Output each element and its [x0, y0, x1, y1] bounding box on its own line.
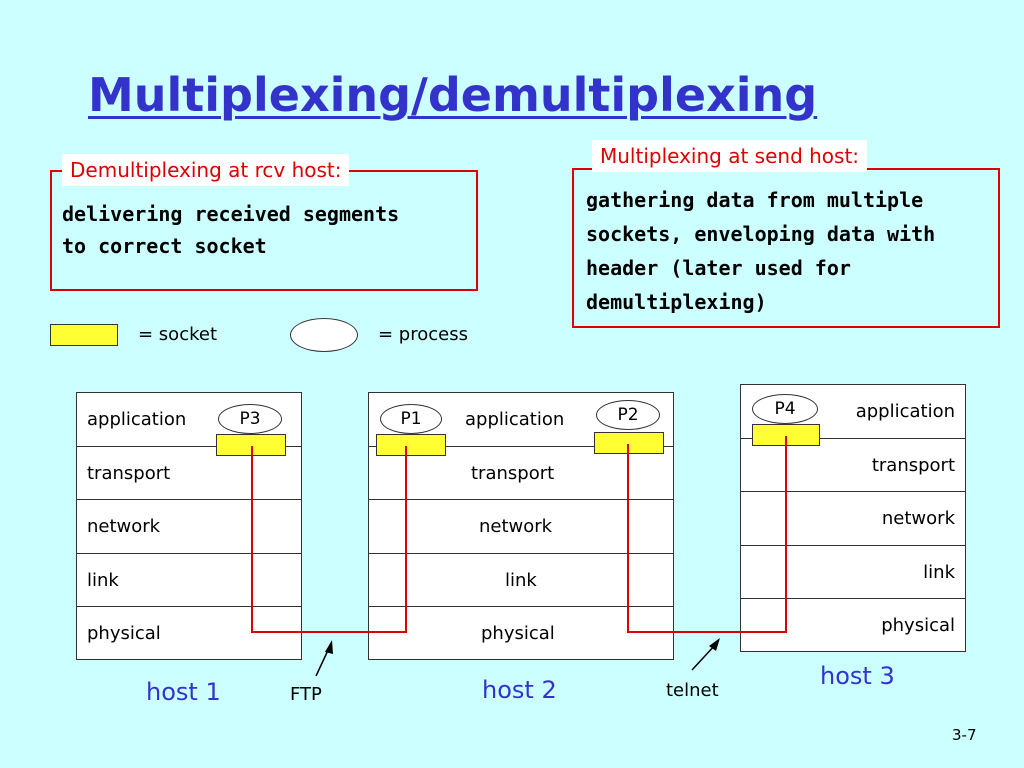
host-3-socket-p4	[752, 424, 820, 446]
ftp-label: FTP	[290, 684, 322, 705]
ftp-pointer-arrowhead	[325, 640, 333, 654]
host-2-application-label: application	[465, 409, 565, 430]
host-1-transport-label: transport	[87, 462, 171, 484]
demux-box-line-1: delivering received segments	[62, 202, 400, 226]
host-2-socket-p2	[594, 432, 664, 454]
host-3-network-label: network	[881, 508, 955, 530]
host-1-layer-link: link	[77, 554, 301, 608]
host-3-link-label: link	[923, 561, 955, 583]
telnet-pointer-arrowhead	[709, 638, 720, 651]
mux-box-line-1: gathering data from multiple	[586, 188, 924, 212]
process-p2: P2	[596, 400, 660, 430]
host-3-label: host 3	[820, 662, 895, 690]
host-3-layer-application: application	[741, 385, 965, 439]
mux-box-line-4: demultiplexing)	[586, 290, 767, 314]
host-3-application-label: application	[855, 401, 955, 422]
slide-number: 3-7	[952, 726, 977, 744]
host-1-layer-physical: physical	[77, 607, 301, 661]
host-1-layer-transport: transport	[77, 447, 301, 501]
host-2-transport-label: transport	[471, 462, 555, 484]
process-p1: P1	[380, 404, 442, 434]
host-2-network-label: network	[479, 516, 553, 538]
process-p3: P3	[218, 404, 282, 434]
host-2-layer-link: link	[369, 554, 673, 608]
host-3-layer-transport: transport	[741, 439, 965, 493]
mux-box-line-3: header (later used for	[586, 256, 851, 280]
host-1-layer-network: network	[77, 500, 301, 554]
host-3-layer-physical: physical	[741, 599, 965, 653]
process-p4: P4	[752, 394, 818, 424]
host-1-link-label: link	[87, 569, 119, 591]
telnet-label: telnet	[666, 680, 719, 701]
legend-process-oval	[290, 318, 358, 352]
demux-box-label: Demultiplexing at rcv host:	[62, 154, 350, 186]
host-1-application-label: application	[87, 409, 187, 430]
host-2-layer-network: network	[369, 500, 673, 554]
host-2-physical-label: physical	[481, 623, 555, 645]
mux-box-label: Multiplexing at send host:	[592, 140, 868, 172]
host-3-layer-link: link	[741, 546, 965, 600]
host-2-layer-application: application	[369, 393, 673, 447]
host-2-link-label: link	[505, 569, 537, 591]
host-3-physical-label: physical	[881, 615, 955, 637]
host-1-socket-p3	[216, 434, 286, 456]
host-1-network-label: network	[87, 516, 161, 538]
host-1-layer-application: application	[77, 393, 301, 447]
host-2-socket-p1	[376, 434, 446, 456]
host-1-stack: application transport network link physi…	[76, 392, 302, 660]
demux-box-line-2: to correct socket	[62, 234, 267, 258]
ftp-pointer-arrow	[315, 645, 331, 677]
host-1-label: host 1	[146, 678, 221, 706]
host-2-layer-physical: physical	[369, 607, 673, 661]
telnet-pointer-arrow	[691, 643, 717, 671]
host-3-transport-label: transport	[871, 454, 955, 476]
host-2-layer-transport: transport	[369, 447, 673, 501]
legend-process-label: = process	[378, 324, 468, 345]
host-3-layer-network: network	[741, 492, 965, 546]
host-1-physical-label: physical	[87, 623, 161, 645]
host-2-label: host 2	[482, 676, 557, 704]
legend-socket-swatch	[50, 324, 118, 346]
legend-socket-label: = socket	[138, 324, 218, 345]
page-title: Multiplexing/demultiplexing	[88, 68, 818, 122]
mux-box-line-2: sockets, enveloping data with	[586, 222, 936, 246]
